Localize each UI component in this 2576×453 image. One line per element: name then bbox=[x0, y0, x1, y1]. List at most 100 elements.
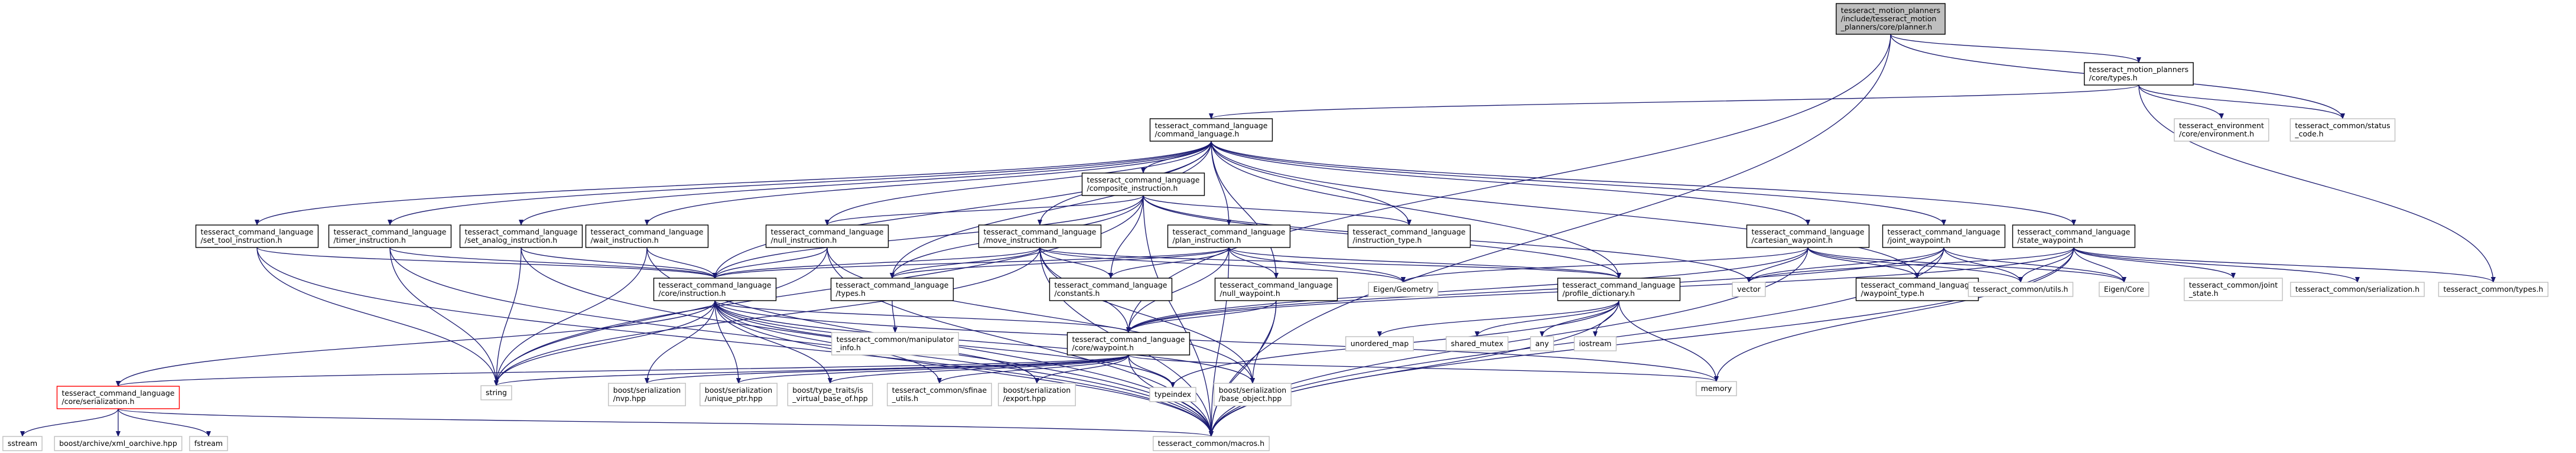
edge-null-instr-to-core-instruction bbox=[713, 247, 828, 279]
edge-state-to-vector bbox=[1746, 247, 2074, 283]
edge-line bbox=[116, 354, 1129, 387]
node-box bbox=[1214, 383, 1292, 406]
node-box bbox=[1066, 332, 1191, 356]
node-box bbox=[1855, 278, 1979, 301]
node-eigen-core: Eigen/Core bbox=[2099, 282, 2149, 297]
node-timer[interactable]: tesseract_command_language/timer_instruc… bbox=[328, 224, 452, 248]
edge-line bbox=[1126, 300, 1277, 333]
node-label-line: tesseract_command_language bbox=[1353, 227, 1466, 236]
node-label-line: /export.hpp bbox=[1003, 394, 1046, 403]
node-label-line: tesseract_command_language bbox=[1055, 281, 1167, 289]
node-command-language[interactable]: tesseract_command_language/command_langu… bbox=[1149, 118, 1273, 142]
edge-command-language-to-cartesian bbox=[1211, 141, 1810, 226]
node-cl-types[interactable]: tesseract_command_language/types.h bbox=[830, 278, 954, 301]
node-move[interactable]: tesseract_command_language/move_instruct… bbox=[978, 224, 1102, 248]
node-label-line: _utils.h bbox=[892, 394, 918, 403]
edge-core-waypoint-to-memory bbox=[1128, 354, 1719, 382]
node-core-instruction[interactable]: tesseract_command_language/core/instruct… bbox=[653, 278, 777, 301]
edge-line bbox=[1039, 247, 1255, 384]
edge-profile-dict-to-iostream bbox=[1593, 300, 1619, 337]
node-xml-oarchive: boost/archive/xml_oarchive.hpp bbox=[54, 436, 183, 451]
node-state[interactable]: tesseract_command_language/state_waypoin… bbox=[2012, 224, 2136, 248]
node-label-line: tesseract_command_language bbox=[201, 227, 314, 236]
edge-null-waypoint-to-macros bbox=[1209, 300, 1277, 437]
edge-line bbox=[494, 354, 1129, 386]
edge-joint-to-eigen-core bbox=[1943, 247, 2126, 283]
node-label-line: /joint_waypoint.h bbox=[1888, 236, 1951, 245]
edge-line bbox=[713, 247, 828, 279]
edge-line bbox=[1593, 300, 1619, 337]
edge-line bbox=[1211, 141, 1411, 226]
node-box bbox=[1347, 224, 1471, 248]
edge-line bbox=[2018, 247, 2074, 283]
edge-line bbox=[1108, 247, 1230, 279]
node-types-mp[interactable]: tesseract_motion_planners/core/types.h bbox=[2084, 62, 2194, 86]
edge-core-instruction-to-nvp bbox=[645, 300, 715, 384]
node-cartesian[interactable]: tesseract_command_language/cartesian_way… bbox=[1746, 224, 1870, 248]
node-label-line: tesseract_motion_planners bbox=[2089, 65, 2188, 74]
edge-line bbox=[714, 300, 741, 384]
node-set-analog[interactable]: tesseract_command_language/set_analog_in… bbox=[459, 224, 583, 248]
edge-line bbox=[1211, 141, 1946, 226]
node-shared-mutex: shared_mutex bbox=[1445, 336, 1509, 351]
edge-cartesian-to-eigen-geom bbox=[1401, 247, 1809, 283]
edge-state-to-common-types bbox=[2073, 247, 2496, 283]
edge-null-waypoint-to-core-waypoint bbox=[1126, 300, 1277, 333]
edge-core-serialization-to-macros bbox=[118, 408, 1214, 437]
node-profile-dict[interactable]: tesseract_command_language/profile_dicti… bbox=[1557, 278, 1681, 301]
edge-line bbox=[1943, 247, 2023, 283]
node-box bbox=[1836, 3, 1946, 35]
edge-set-tool-to-core-instruction bbox=[256, 247, 717, 279]
node-joint-state: tesseract_common/joint_state.h bbox=[2184, 278, 2283, 301]
node-label-line: tesseract_command_language bbox=[1173, 227, 1286, 236]
node-label-line: /move_instruction.h bbox=[984, 236, 1057, 245]
edge-line bbox=[1126, 247, 1230, 333]
edge-joint-to-common-utils bbox=[1943, 247, 2023, 283]
edge-line bbox=[1211, 141, 1810, 226]
node-plan[interactable]: tesseract_command_language/plan_instruct… bbox=[1167, 224, 1291, 248]
node-label-line: tesseract_command_language bbox=[1220, 281, 1333, 289]
node-box bbox=[1214, 278, 1338, 301]
node-label-line: /plan_instruction.h bbox=[1173, 236, 1241, 245]
edge-line bbox=[2073, 247, 2126, 283]
node-label-line: /cartesian_waypoint.h bbox=[1752, 236, 1833, 245]
edge-line bbox=[1228, 247, 1279, 279]
node-label-line: _code.h bbox=[2294, 129, 2323, 138]
node-joint[interactable]: tesseract_command_language/joint_waypoin… bbox=[1882, 224, 2006, 248]
node-unordered-map: unordered_map bbox=[1345, 336, 1414, 351]
node-box bbox=[480, 385, 512, 400]
edge-core-instruction-to-core-waypoint bbox=[714, 300, 1131, 333]
edge-line bbox=[736, 354, 1129, 384]
node-null-waypoint[interactable]: tesseract_command_language/null_waypoint… bbox=[1214, 278, 1338, 301]
node-label-line: iostream bbox=[1579, 339, 1612, 348]
node-common-utils: tesseract_common/utils.h bbox=[1967, 282, 2074, 297]
node-waypoint-type[interactable]: tesseract_command_language/waypoint_type… bbox=[1855, 278, 1979, 301]
edge-line bbox=[2073, 247, 2236, 279]
edge-plan-to-profile-dict bbox=[1228, 247, 1621, 279]
node-core-waypoint[interactable]: tesseract_command_language/core/waypoint… bbox=[1066, 332, 1191, 356]
node-label-line: /instruction_type.h bbox=[1353, 236, 1422, 245]
edge-composite-instruction-to-null-instr bbox=[825, 195, 1144, 226]
edge-wait-to-core-instruction bbox=[646, 247, 717, 279]
node-wait[interactable]: tesseract_command_language/wait_instruct… bbox=[585, 224, 709, 248]
node-set-tool[interactable]: tesseract_command_language/set_tool_inst… bbox=[195, 224, 319, 248]
node-composite-instruction[interactable]: tesseract_command_language/composite_ins… bbox=[1081, 172, 1205, 196]
edge-line bbox=[494, 247, 522, 386]
node-null-instr[interactable]: tesseract_command_language/null_instruct… bbox=[765, 224, 889, 248]
node-core-serialization[interactable]: tesseract_command_language/core/serializ… bbox=[56, 386, 180, 409]
node-box bbox=[700, 383, 778, 406]
edge-line bbox=[116, 300, 715, 387]
edge-core-waypoint-to-core-serialization bbox=[116, 354, 1129, 387]
edge-command-language-to-profile-dict bbox=[1211, 141, 1621, 279]
node-instruction-type[interactable]: tesseract_command_language/instruction_t… bbox=[1347, 224, 1471, 248]
edge-core-waypoint-to-virtual-base bbox=[828, 354, 1129, 384]
edge-line bbox=[1746, 247, 1944, 283]
node-label-line: /wait_instruction.h bbox=[591, 236, 659, 245]
edge-cartesian-to-core-waypoint bbox=[1126, 247, 1809, 333]
node-memory: memory bbox=[1696, 381, 1737, 396]
node-box bbox=[1696, 381, 1737, 396]
node-planner[interactable]: tesseract_motion_planners/include/tesser… bbox=[1836, 3, 1946, 35]
node-label-line: /set_tool_instruction.h bbox=[201, 236, 282, 245]
node-constants[interactable]: tesseract_command_language/constants.h bbox=[1049, 278, 1173, 301]
edge-state-to-common-utils bbox=[2018, 247, 2074, 283]
